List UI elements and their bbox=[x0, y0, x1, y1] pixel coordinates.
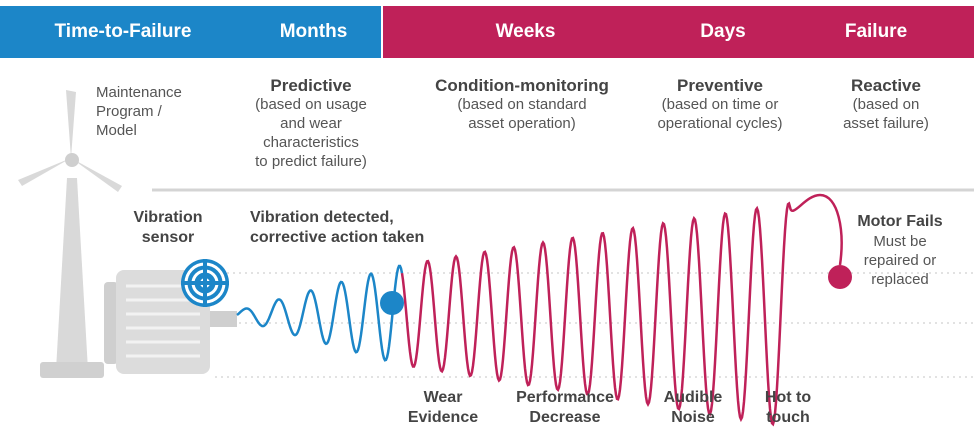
detection-label-line: Vibration detected, bbox=[250, 209, 394, 226]
header-failure: Failure bbox=[778, 6, 974, 58]
maintenance-model-label: Maintenance Program / Model bbox=[96, 83, 182, 140]
wind-turbine-icon bbox=[18, 90, 122, 378]
motor-fails-desc: repaired or bbox=[863, 252, 937, 269]
header-months: Months bbox=[246, 6, 381, 58]
motor-fails-desc: Must be bbox=[873, 233, 927, 250]
condition-monitoring-title: Condition-monitoring bbox=[435, 76, 609, 95]
model-label-line: Model bbox=[96, 122, 137, 139]
symptom-line: Hot to bbox=[764, 389, 812, 406]
predictive-block: Predictive (based on usage and wear char… bbox=[236, 76, 386, 171]
preventive-block: Preventive (based on time or operational… bbox=[640, 76, 800, 133]
predictive-desc: (based on usage bbox=[255, 96, 367, 113]
condition-monitoring-desc: asset operation) bbox=[468, 115, 576, 132]
predictive-desc: characteristics bbox=[263, 134, 359, 151]
header-days-label: Days bbox=[700, 21, 746, 42]
header-days: Days bbox=[668, 6, 778, 58]
symptom-line: Noise bbox=[671, 409, 715, 426]
preventive-desc: (based on time or bbox=[661, 96, 779, 113]
header-time-to-failure: Time-to-Failure bbox=[0, 6, 246, 58]
vibration-wave-early bbox=[236, 264, 404, 362]
model-label-line: Maintenance bbox=[96, 84, 182, 101]
predictive-desc: and wear bbox=[280, 115, 342, 132]
reactive-title: Reactive bbox=[851, 76, 921, 95]
detection-label-line: corrective action taken bbox=[250, 229, 425, 246]
preventive-title: Preventive bbox=[677, 76, 763, 95]
header-weeks-label: Weeks bbox=[495, 21, 556, 42]
symptom-line: Decrease bbox=[529, 409, 601, 426]
failure-point-marker bbox=[828, 265, 852, 289]
sensor-label-line: Vibration bbox=[133, 209, 203, 226]
header-weeks: Weeks bbox=[383, 6, 668, 58]
symptom-audible-noise: Audible Noise bbox=[648, 388, 738, 428]
vibration-sensor-label: Vibration sensor bbox=[118, 208, 218, 248]
symptom-hot-to-touch: Hot to touch bbox=[748, 388, 828, 428]
symptom-line: touch bbox=[766, 409, 810, 426]
predictive-desc: to predict failure) bbox=[255, 153, 367, 170]
sensor-label-line: sensor bbox=[141, 229, 195, 246]
reactive-block: Reactive (based on asset failure) bbox=[818, 76, 954, 133]
symptom-performance-decrease: Performance Decrease bbox=[500, 388, 630, 428]
preventive-desc: operational cycles) bbox=[657, 115, 783, 132]
symptom-line: Audible bbox=[663, 389, 723, 406]
reactive-desc: (based on bbox=[852, 96, 920, 113]
motor-fails-desc: replaced bbox=[871, 271, 929, 288]
motor-fails-label: Motor Fails Must be repaired or replaced bbox=[840, 212, 960, 289]
detection-label: Vibration detected, corrective action ta… bbox=[250, 208, 480, 248]
detection-point-marker bbox=[380, 291, 404, 315]
motor-fails-title: Motor Fails bbox=[857, 213, 943, 230]
header-time-to-failure-label: Time-to-Failure bbox=[54, 21, 192, 42]
condition-monitoring-desc: (based on standard bbox=[457, 96, 587, 113]
symptom-line: Wear bbox=[423, 389, 463, 406]
header-months-label: Months bbox=[279, 21, 348, 42]
symptom-wear-evidence: Wear Evidence bbox=[393, 388, 493, 428]
model-label-line: Program / bbox=[96, 103, 162, 120]
vibration-sensor-icon bbox=[181, 259, 229, 307]
symptom-line: Performance bbox=[516, 389, 614, 406]
symptom-line: Evidence bbox=[407, 409, 479, 426]
condition-monitoring-block: Condition-monitoring (based on standard … bbox=[408, 76, 636, 133]
header-failure-label: Failure bbox=[844, 21, 908, 42]
vibration-wave-growing bbox=[400, 193, 843, 427]
reactive-desc: asset failure) bbox=[843, 115, 929, 132]
predictive-title: Predictive bbox=[270, 76, 352, 95]
